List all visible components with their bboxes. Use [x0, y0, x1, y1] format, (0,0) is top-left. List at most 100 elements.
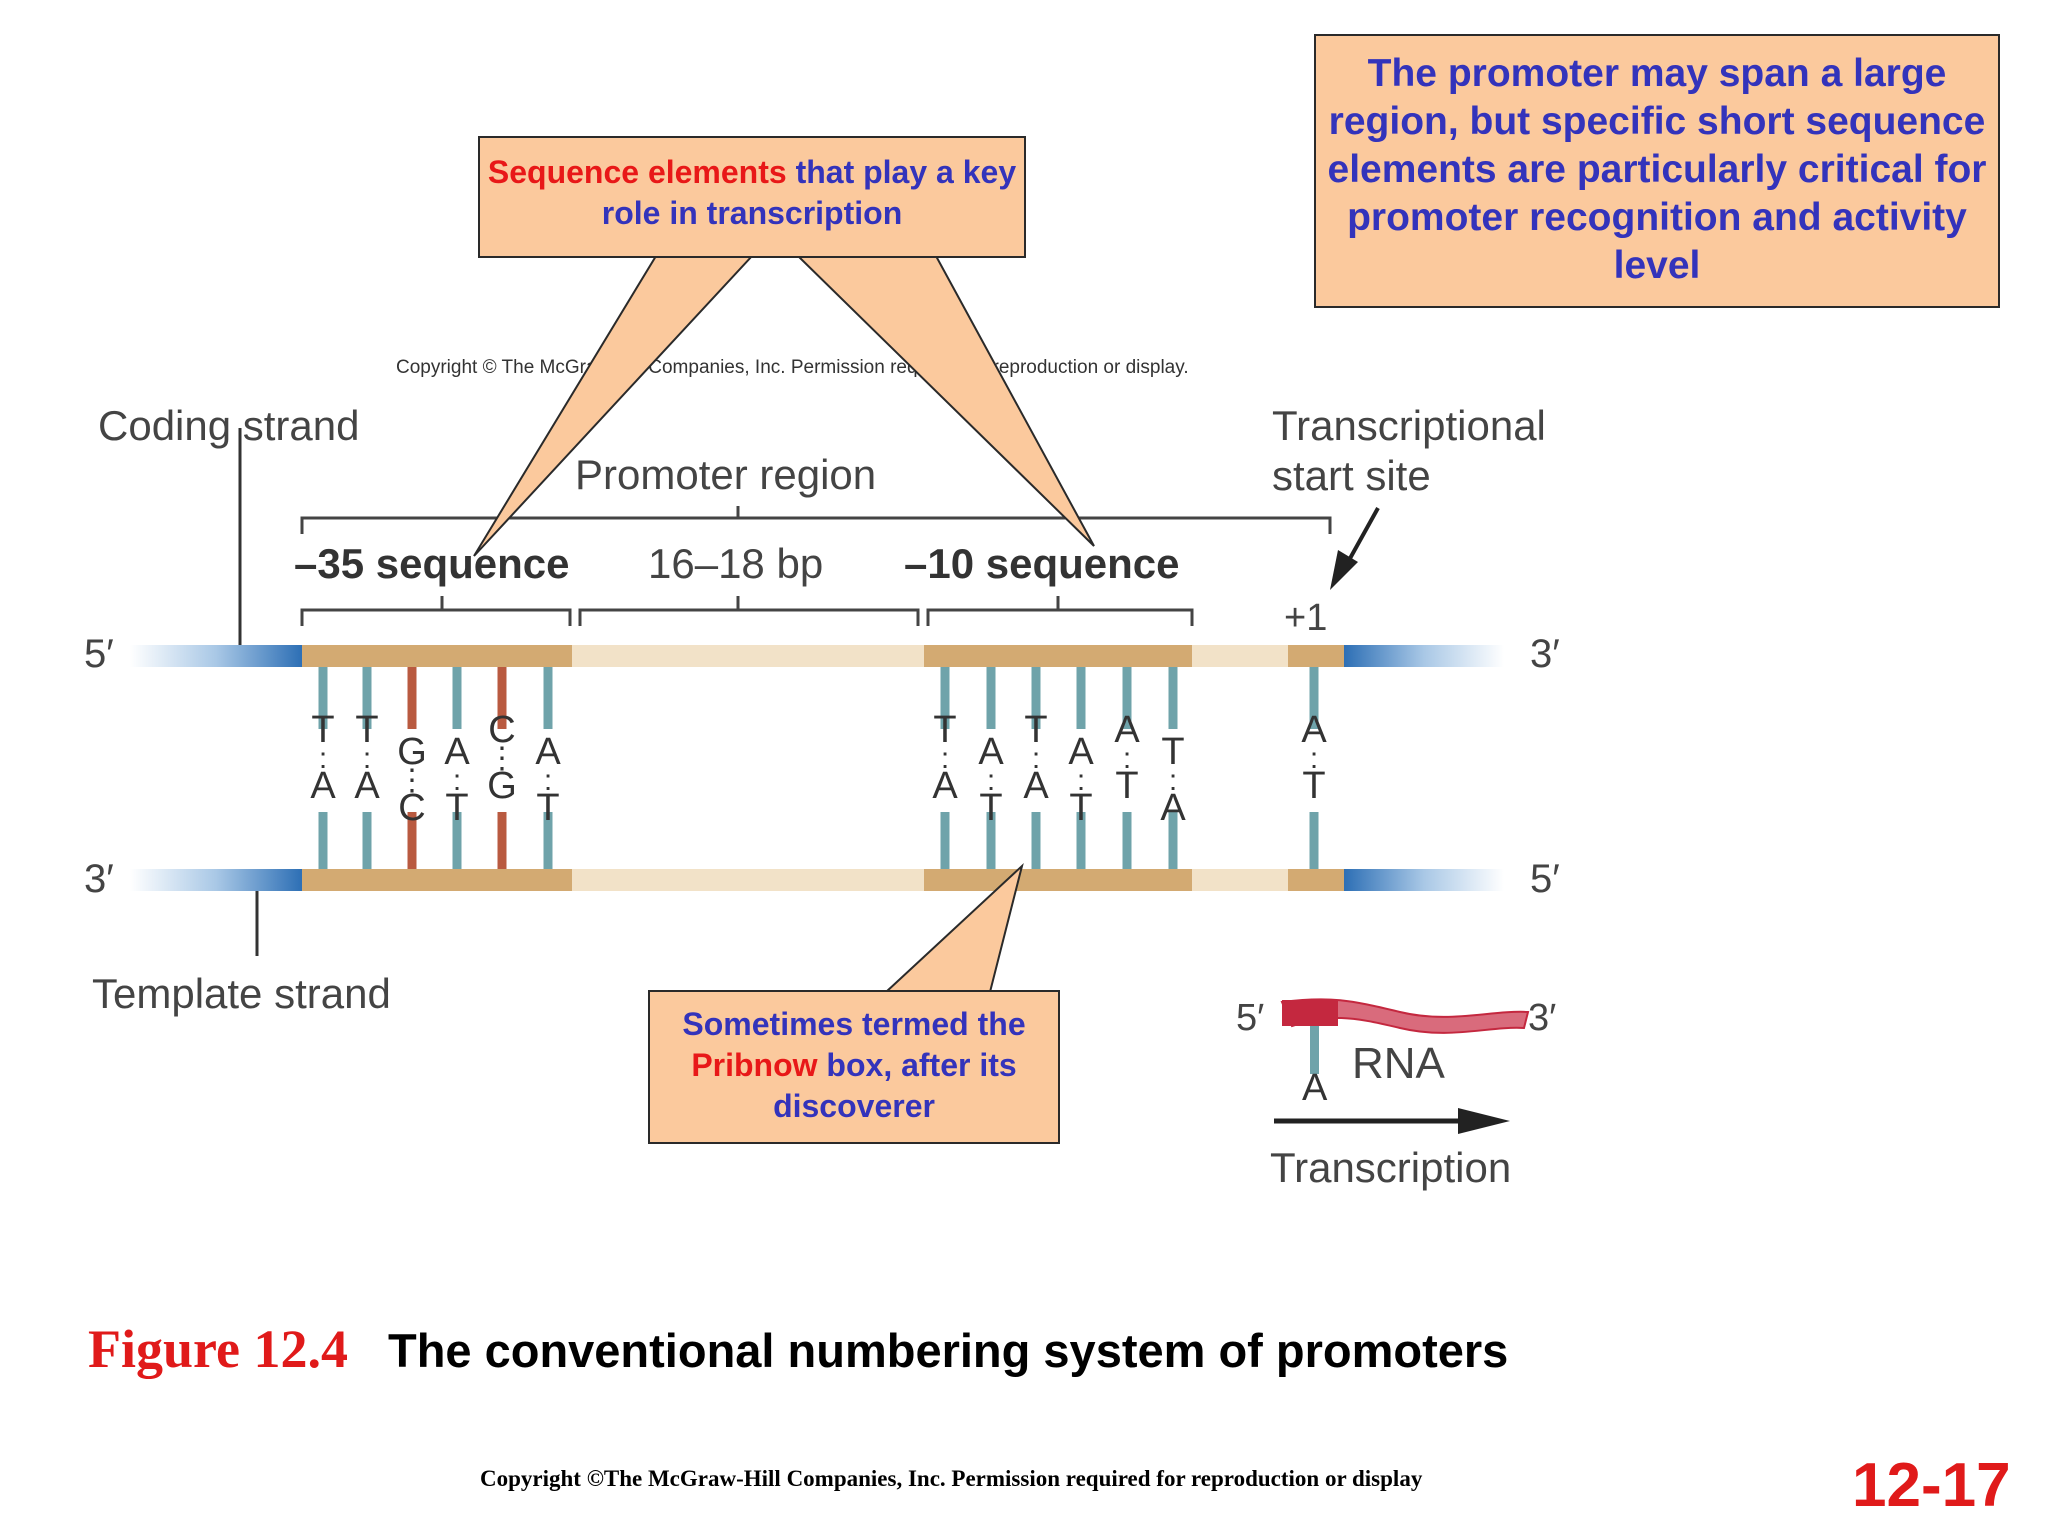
minus35-pair-3-hbond: ⋮ — [397, 764, 427, 797]
rna-label: RNA — [1352, 1039, 1446, 1088]
plus1-pair-top-base: A — [1301, 709, 1327, 751]
minus35-pair-2-hbond: : — [363, 742, 371, 775]
coding-5prime: 5′ — [84, 632, 114, 676]
coding-3prime: 3′ — [1530, 632, 1560, 676]
spacer-bracket — [578, 596, 920, 626]
minus35-pair-5-bottom-bond — [497, 812, 507, 869]
minus35-pair-3-top-base: G — [397, 731, 427, 773]
minus10-pair-5-bottom-bond — [1122, 812, 1132, 869]
tss-label-line2: start site — [1272, 452, 1431, 499]
pribnow-text-2: box, after its discoverer — [773, 1047, 1017, 1124]
plus1-pair-bottom-base: T — [1302, 765, 1325, 807]
pribnow-text-1: Sometimes termed the — [682, 1006, 1026, 1042]
minus10-pair-3-bottom-base: A — [1023, 765, 1049, 807]
minus10-label: –10 sequence — [904, 540, 1180, 587]
minus35-pair-2-top-base: T — [355, 709, 378, 751]
minus10-pair-6-top-bond — [1168, 667, 1178, 729]
rna-strand — [1280, 998, 1530, 1034]
minus35-pair-3-bottom-bond — [407, 812, 417, 869]
coding-strand — [130, 645, 1504, 667]
minus35-bracket — [300, 596, 572, 626]
sequence-callout-pointer-left — [473, 255, 755, 557]
minus10-pair-5-top-bond — [1122, 667, 1132, 729]
template-strand-label: Template strand — [92, 970, 391, 1017]
sequence-elements-highlight: Sequence elements — [487, 154, 787, 190]
rna-base-bond — [1310, 1026, 1319, 1074]
minus10-pair-6-hbond: : — [1169, 764, 1177, 797]
minus10-pair-6-bottom-base: A — [1160, 787, 1186, 829]
minus10-pair-4-top-bond — [1076, 667, 1086, 729]
tss-label-line1: Transcriptional — [1272, 402, 1546, 449]
base-pairs: T:AT:AG⋮CA:TC⋮GA:TT:AA:TT:AA:TA:TT:AA:T — [310, 667, 1327, 869]
promoter-span-callout: The promoter may span a large region, bu… — [1314, 34, 2000, 308]
rna-5prime: 5′ — [1236, 997, 1264, 1039]
minus35-pair-3-top-bond — [407, 667, 417, 729]
minus35-pair-5-top-base: C — [488, 709, 515, 751]
minus10-pair-5-bottom-base: T — [1115, 765, 1138, 807]
promoter-region-brace — [300, 506, 1332, 534]
minus10-pair-5-hbond: : — [1123, 742, 1131, 775]
minus35-pair-4-top-base: A — [444, 731, 470, 773]
minus10-bracket — [926, 596, 1194, 626]
rna-base: A — [1302, 1067, 1328, 1109]
minus10-pair-3-bottom-bond — [1031, 812, 1041, 869]
template-5prime: 5′ — [1530, 857, 1560, 901]
minus10-pair-3-top-bond — [1031, 667, 1041, 729]
sequence-callout-pointer-right — [795, 255, 1095, 547]
minus35-pair-5-bottom-base: G — [487, 765, 517, 807]
pribnow-highlight: Pribnow — [691, 1047, 818, 1083]
minus10-pair-1-top-base: T — [933, 709, 956, 751]
minus35-pair-1-bottom-base: A — [310, 765, 336, 807]
minus10-pair-1-top-bond — [940, 667, 950, 729]
transcription-label: Transcription — [1270, 1144, 1511, 1191]
template-3prime: 3′ — [84, 857, 114, 901]
minus35-pair-6-bottom-base: T — [536, 787, 559, 829]
footer-copyright: Copyright ©The McGraw-Hill Companies, In… — [480, 1466, 1423, 1491]
minus35-pair-4-bottom-base: T — [445, 787, 468, 829]
pribnow-box-callout: Sometimes termed the Pribnow box, after … — [648, 990, 1060, 1144]
minus10-pair-2-bottom-base: T — [979, 787, 1002, 829]
plus1-label: +1 — [1284, 597, 1327, 639]
minus35-pair-3-bottom-base: C — [398, 787, 425, 829]
minus10-pair-1-hbond: : — [941, 742, 949, 775]
transcription-arrow — [1274, 1108, 1510, 1134]
minus35-pair-1-top-bond — [318, 667, 328, 729]
minus10-pair-2-hbond: : — [987, 764, 995, 797]
promoter-region-label: Promoter region — [575, 451, 876, 498]
minus35-pair-1-top-base: T — [311, 709, 334, 751]
minus10-pair-2-bottom-bond — [986, 812, 996, 869]
minus10-pair-2-top-bond — [986, 667, 996, 729]
minus35-pair-4-bottom-bond — [452, 812, 462, 869]
minus10-pair-4-top-base: A — [1068, 731, 1094, 773]
minus10-pair-3-hbond: : — [1032, 742, 1040, 775]
minus10-pair-5-top-base: A — [1114, 709, 1140, 751]
plus1-pair-bottom-bond — [1309, 812, 1319, 869]
minus35-pair-5-top-bond — [497, 667, 507, 729]
minus35-pair-4-hbond: : — [453, 764, 461, 797]
coding-strand-label: Coding strand — [98, 402, 360, 449]
sequence-elements-callout: Sequence elements that play a key role i… — [478, 136, 1026, 258]
minus10-pair-1-bottom-bond — [940, 812, 950, 869]
tss-arrow — [1330, 507, 1380, 590]
minus35-pair-5-hbond: ⋮ — [487, 742, 517, 775]
spacer-label: 16–18 bp — [648, 540, 823, 587]
minus10-pair-4-bottom-bond — [1076, 812, 1086, 869]
minus10-pair-6-bottom-bond — [1168, 812, 1178, 869]
minus35-label: –35 sequence — [294, 540, 570, 587]
minus35-pair-4-top-bond — [452, 667, 462, 729]
slide-number: 12-17 — [1852, 1451, 2011, 1520]
minus10-pair-4-bottom-base: T — [1069, 787, 1092, 829]
figure-copyright-small: Copyright © The McGraw-Hill Companies, I… — [396, 357, 1189, 378]
rna-3prime: 3′ — [1528, 997, 1556, 1039]
figure-number: Figure 12.4 — [88, 1319, 348, 1379]
minus10-pair-4-hbond: : — [1077, 764, 1085, 797]
minus35-pair-6-top-base: A — [535, 731, 561, 773]
minus35-pair-2-bottom-base: A — [354, 765, 380, 807]
plus1-pair-top-bond — [1309, 667, 1319, 729]
minus35-pair-2-bottom-bond — [362, 812, 372, 869]
rna-start-block — [1282, 1000, 1338, 1026]
figure-title: The conventional numbering system of pro… — [387, 1324, 1509, 1377]
minus35-pair-2-top-bond — [362, 667, 372, 729]
minus10-pair-6-top-base: T — [1161, 731, 1184, 773]
